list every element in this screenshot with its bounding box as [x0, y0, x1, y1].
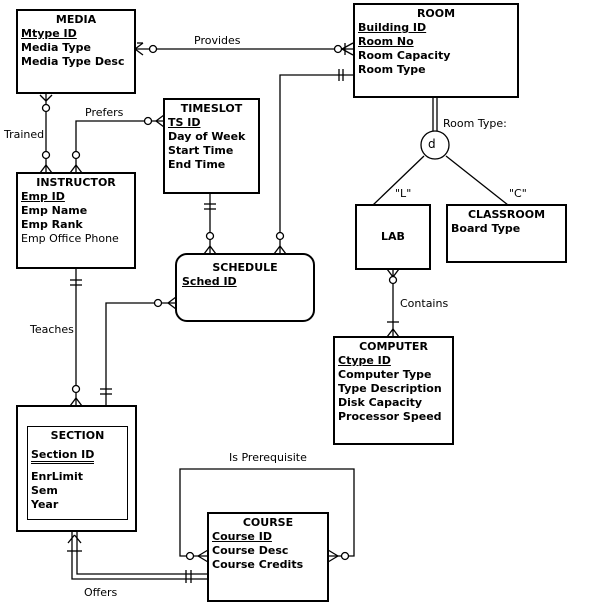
prerequisite-connector: [179, 468, 355, 563]
room-key: Room No: [358, 35, 414, 48]
classroom-title: CLASSROOM: [467, 208, 546, 221]
course-title: COURSE: [242, 516, 294, 529]
trained-label: Trained: [4, 128, 45, 141]
subtype-classroom-line: [445, 155, 509, 206]
classroom-entity[interactable]: CLASSROOM Board Type: [446, 204, 567, 263]
classroom-attr: Board Type: [451, 222, 521, 235]
timeslot-title: TIMESLOT: [180, 102, 243, 115]
course-entity[interactable]: COURSE Course ID Course Desc Course Cred…: [207, 512, 329, 602]
instructor-entity[interactable]: INSTRUCTOR Emp ID Emp Name Emp Rank Emp …: [16, 172, 136, 269]
section-attr: Sem: [31, 484, 58, 497]
timeslot-entity[interactable]: TIMESLOT TS ID Day of Week Start Time En…: [163, 98, 260, 194]
classroom-code-label: "C": [509, 187, 527, 200]
room-schedule-connector: [273, 69, 353, 255]
schedule-title: SCHEDULE: [212, 261, 278, 274]
computer-entity[interactable]: COMPUTER Ctype ID Computer Type Type Des…: [333, 336, 454, 445]
subtype-discriminator: [420, 130, 450, 160]
provides-connector: [134, 42, 354, 56]
prefers-connector: [69, 114, 165, 174]
schedule-key: Sched ID: [182, 275, 237, 288]
timeslot-attr: Start Time: [168, 144, 234, 157]
instructor-attr-plain: Emp Office Phone: [21, 232, 119, 245]
course-attr: Course Desc: [212, 544, 289, 557]
section-schedule-connector: [100, 296, 177, 406]
offers-connector: [67, 531, 208, 583]
instructor-title: INSTRUCTOR: [36, 176, 116, 189]
timeslot-key: TS ID: [168, 116, 201, 129]
subtype-symbol: d: [428, 137, 436, 151]
section-entity-outer[interactable]: SECTION Section ID EnrLimit Sem Year: [16, 405, 137, 532]
computer-attr: Computer Type: [338, 368, 432, 381]
media-attr: Media Type: [21, 41, 92, 54]
instructor-key: Emp ID: [21, 190, 65, 203]
media-title: MEDIA: [55, 13, 97, 26]
computer-attr: Processor Speed: [338, 410, 442, 423]
contains-label: Contains: [400, 297, 449, 310]
section-attr: Year: [31, 498, 59, 511]
computer-title: COMPUTER: [359, 340, 428, 353]
room-entity[interactable]: ROOM Building ID Room No Room Capacity R…: [353, 3, 519, 98]
room-key: Building ID: [358, 21, 427, 34]
contains-connector: [386, 268, 400, 338]
prefers-label: Prefers: [85, 106, 124, 119]
teaches-label: Teaches: [30, 323, 74, 336]
instructor-attr: Emp Name: [21, 204, 88, 217]
teaches-connector: [69, 269, 83, 407]
computer-attr: Disk Capacity: [338, 396, 423, 409]
course-attr: Course Credits: [212, 558, 304, 571]
computer-attr: Type Description: [338, 382, 442, 395]
subtype-label: Room Type:: [443, 117, 507, 130]
schedule-entity[interactable]: SCHEDULE Sched ID: [175, 253, 315, 322]
room-subtype-connector: [432, 97, 438, 131]
section-entity-inner: SECTION Section ID EnrLimit Sem Year: [27, 426, 128, 520]
instructor-attr: Emp Rank: [21, 218, 83, 231]
offers-label: Offers: [84, 586, 118, 599]
room-attr: Room Type: [358, 63, 426, 76]
section-title: SECTION: [50, 429, 105, 442]
timeslot-schedule-connector: [203, 193, 217, 255]
timeslot-attr: End Time: [168, 158, 226, 171]
computer-key: Ctype ID: [338, 354, 391, 367]
lab-entity[interactable]: LAB: [355, 204, 431, 270]
provides-label: Provides: [194, 34, 241, 47]
media-key: Mtype ID: [21, 27, 77, 40]
trained-connector: [39, 93, 53, 174]
course-key: Course ID: [212, 530, 272, 543]
lab-code-label: "L": [395, 187, 412, 200]
subtype-lab-line: [372, 155, 425, 206]
section-attr: EnrLimit: [31, 470, 84, 483]
section-key: Section ID: [31, 448, 95, 464]
room-title: ROOM: [416, 7, 456, 20]
media-attr: Media Type Desc: [21, 55, 125, 68]
lab-title: LAB: [381, 230, 405, 243]
is-prerequisite-label: Is Prerequisite: [229, 451, 307, 464]
room-attr: Room Capacity: [358, 49, 451, 62]
timeslot-attr: Day of Week: [168, 130, 246, 143]
media-entity[interactable]: MEDIA Mtype ID Media Type Media Type Des…: [16, 9, 136, 94]
